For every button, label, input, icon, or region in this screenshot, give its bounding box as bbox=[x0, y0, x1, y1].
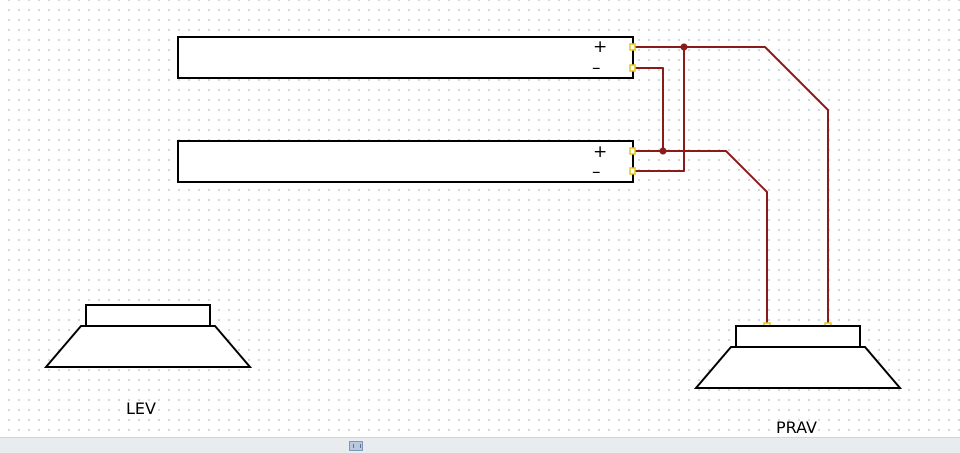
speaker-lev-magnet bbox=[85, 304, 211, 327]
battery-1-plus-terminal[interactable] bbox=[629, 43, 636, 51]
battery-2-plus-terminal[interactable] bbox=[629, 147, 636, 155]
wire-b1-plus-to-prav-plus[interactable] bbox=[633, 46, 829, 326]
wire-b2-minus-return[interactable] bbox=[633, 47, 685, 172]
battery-2-plus-sign: + bbox=[593, 142, 607, 162]
speaker-lev-label: LEV bbox=[126, 399, 156, 418]
speaker-prav-magnet bbox=[735, 325, 861, 348]
battery-1-body bbox=[177, 36, 634, 79]
junction-dot[interactable] bbox=[680, 43, 688, 51]
battery-2[interactable]: + – bbox=[177, 140, 634, 183]
battery-2-minus-terminal[interactable] bbox=[629, 167, 636, 175]
battery-1[interactable]: + – bbox=[177, 36, 634, 79]
battery-2-minus-sign: – bbox=[592, 162, 601, 182]
junction-dot[interactable] bbox=[659, 147, 667, 155]
speaker-prav[interactable]: PRAV bbox=[693, 325, 903, 437]
battery-2-body bbox=[177, 140, 634, 183]
speaker-prav-cone bbox=[693, 346, 903, 389]
schematic-canvas: + – + – LEV PRAV bbox=[43, 36, 903, 437]
wire-b2-plus-to-prav-minus[interactable] bbox=[633, 150, 768, 326]
speaker-lev-cone bbox=[43, 325, 253, 368]
speaker-prav-label: PRAV bbox=[776, 418, 817, 437]
scrollbar-thumb-icon[interactable] bbox=[349, 441, 363, 451]
speaker-lev[interactable]: LEV bbox=[43, 304, 253, 418]
wire-b1-minus-to-b2-plus[interactable] bbox=[633, 67, 664, 151]
battery-1-plus-sign: + bbox=[593, 37, 607, 57]
battery-1-minus-sign: – bbox=[592, 58, 601, 78]
battery-1-minus-terminal[interactable] bbox=[629, 64, 636, 72]
horizontal-scrollbar[interactable] bbox=[0, 437, 960, 453]
